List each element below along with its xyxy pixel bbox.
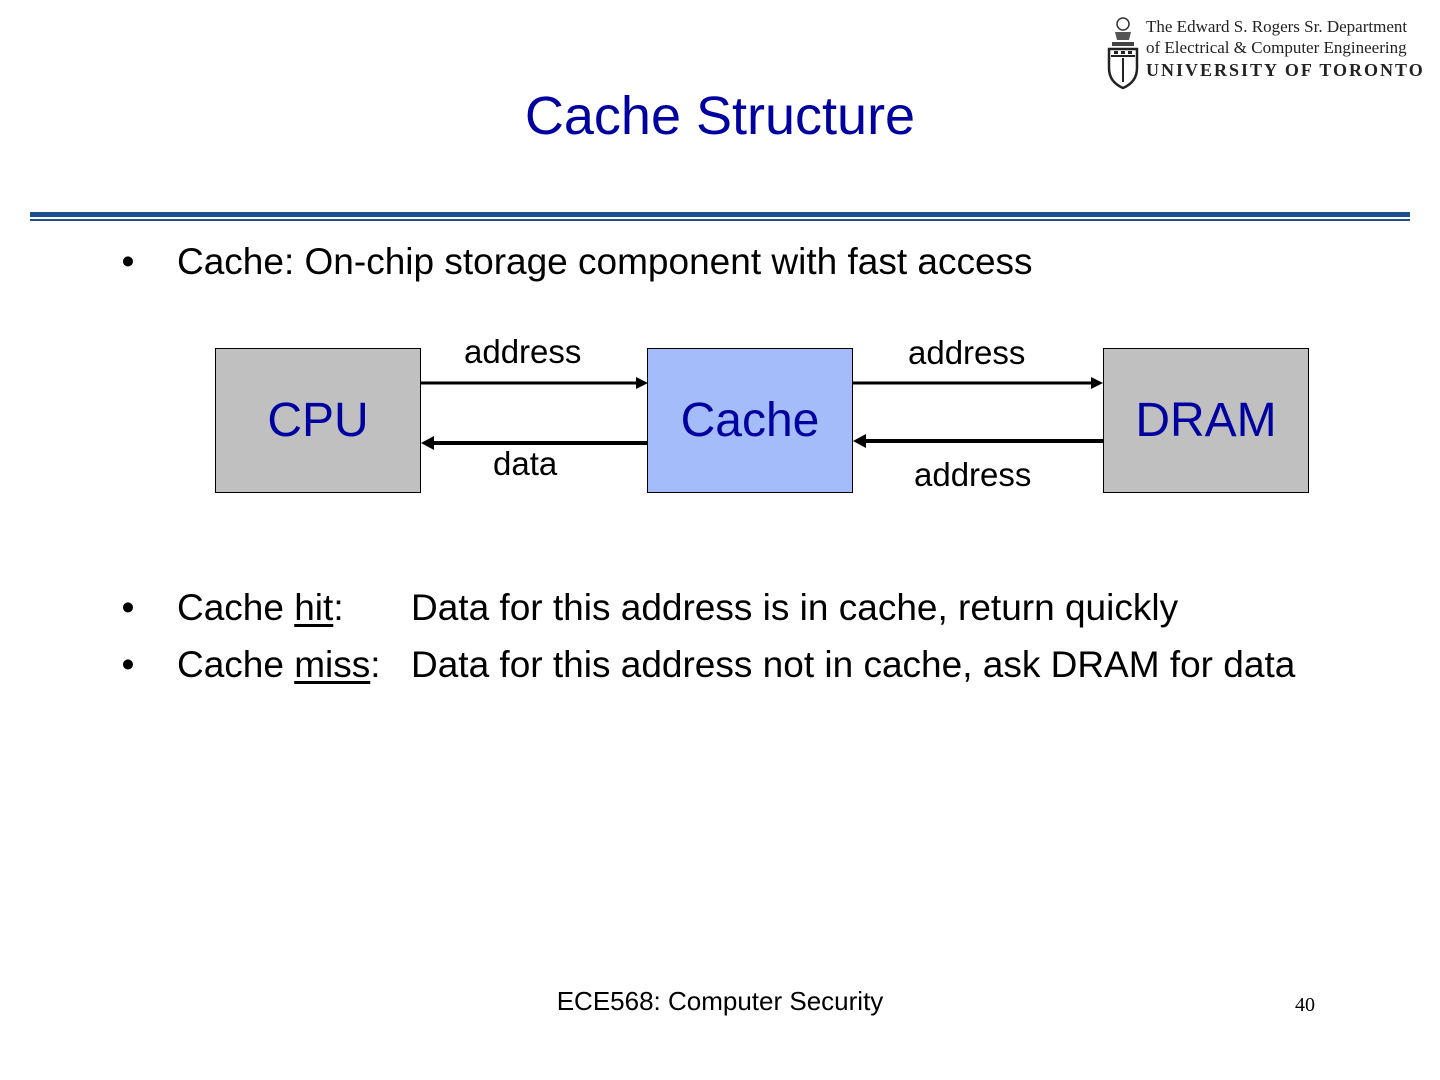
cpu-label: CPU (267, 394, 369, 447)
cache-box: Cache (647, 348, 853, 493)
dram-box: DRAM (1103, 348, 1309, 493)
bullet-marker: • (121, 587, 135, 628)
page-number: 40 (1295, 994, 1315, 1016)
title-divider (30, 212, 1410, 217)
bullet-marker: • (121, 644, 135, 685)
cache-hit-description: Data for this address is in cache, retur… (411, 587, 1179, 628)
label-cache-to-cpu: data (493, 445, 558, 482)
arrow-cache-to-dram (853, 377, 1103, 389)
arrow-dram-to-cache (853, 434, 1103, 448)
cache-hit-prefix: Cache (177, 587, 295, 628)
cache-miss-prefix: Cache (177, 644, 295, 685)
department-name-line1: The Edward S. Rogers Sr. Department (1146, 17, 1408, 36)
title-divider-thin (30, 219, 1410, 221)
cache-miss-description: Data for this address not in cache, ask … (411, 644, 1296, 685)
department-name-line2: of Electrical & Computer Engineering (1146, 38, 1407, 57)
university-name: UNIVERSITY OF TORONTO (1146, 60, 1425, 80)
arrow-cache-to-cpu (421, 436, 647, 450)
footer-course: ECE568: Computer Security (556, 986, 884, 1016)
university-crest-icon (1107, 17, 1139, 90)
label-cache-to-dram: address (908, 334, 1026, 371)
label-dram-to-cache: address (914, 456, 1032, 493)
arrow-cpu-to-cache (421, 377, 648, 389)
slide-title: Cache Structure (524, 86, 916, 146)
cache-hit-term: Cache hit: (177, 586, 344, 630)
cache-miss-term: Cache miss: (177, 643, 381, 687)
cpu-box: CPU (215, 348, 421, 493)
miss-colon: : (370, 644, 381, 685)
dram-label: DRAM (1135, 394, 1277, 447)
bullet-cache-definition: Cache: On-chip storage component with fa… (177, 241, 1033, 282)
bullet-marker: • (121, 241, 135, 282)
miss-word: miss (294, 644, 371, 685)
label-cpu-to-cache: address (464, 333, 582, 370)
cache-label: Cache (680, 394, 820, 447)
university-logo: The Edward S. Rogers Sr. Department of E… (1106, 14, 1430, 94)
hit-word: hit (294, 587, 334, 628)
hit-colon: : (333, 587, 344, 628)
